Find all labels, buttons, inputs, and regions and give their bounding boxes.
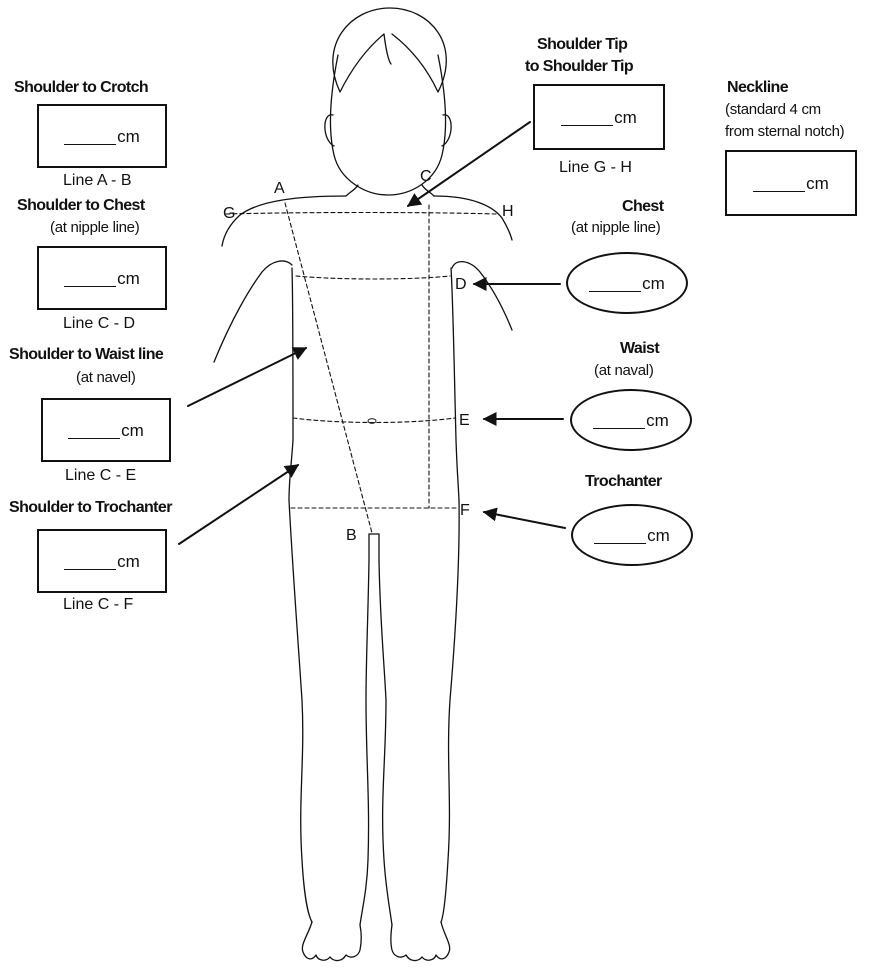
line-a-b xyxy=(284,202,373,534)
chest-note: (at nipple line) xyxy=(571,219,661,236)
right-leg xyxy=(440,499,460,923)
point-b: B xyxy=(346,527,357,544)
unit-label: cm xyxy=(642,273,665,293)
chest-field[interactable]: cm xyxy=(566,252,688,314)
neckline-note-line1: (standard 4 cm xyxy=(725,101,821,118)
line-chest xyxy=(295,275,451,280)
chest-title: Chest xyxy=(622,198,664,215)
arrow-trochanter xyxy=(482,507,566,529)
entry-blank[interactable] xyxy=(561,109,614,126)
unit-label: cm xyxy=(117,551,140,571)
shoulder-to-trochanter-field[interactable]: cm xyxy=(37,529,167,593)
unit-label: cm xyxy=(646,410,669,430)
entry-blank[interactable] xyxy=(594,527,647,544)
trochanter-title: Trochanter xyxy=(585,473,662,490)
navel xyxy=(367,418,377,424)
entry-blank[interactable] xyxy=(68,422,121,439)
unit-label: cm xyxy=(117,126,140,146)
entry-blank[interactable] xyxy=(753,175,806,192)
shoulder-to-waist-title: Shoulder to Waist line xyxy=(9,346,164,363)
point-f: F xyxy=(460,502,470,519)
neckline-title: Neckline xyxy=(727,79,789,96)
neckline-field[interactable]: cm xyxy=(725,150,857,216)
arrow-shoulder-to-trochanter xyxy=(178,464,300,545)
waist-title: Waist xyxy=(620,340,660,357)
shoulder-to-crotch-field[interactable]: cm xyxy=(37,104,167,168)
left-foot xyxy=(301,921,362,962)
point-h: H xyxy=(502,203,514,220)
hair-outline xyxy=(332,7,447,93)
shoulder-to-chest-field[interactable]: cm xyxy=(37,246,167,310)
shoulder-to-trochanter-title: Shoulder to Trochanter xyxy=(9,499,172,516)
point-e: E xyxy=(459,412,470,429)
shoulder-to-trochanter-line: Line C - F xyxy=(63,596,134,613)
unit-label: cm xyxy=(117,268,140,288)
entry-blank[interactable] xyxy=(593,412,646,429)
shoulder-to-chest-title: Shoulder to Chest xyxy=(17,197,145,214)
entry-blank[interactable] xyxy=(64,553,117,570)
shoulder-to-waist-field[interactable]: cm xyxy=(41,398,171,462)
shoulder-tip-title-line2: to Shoulder Tip xyxy=(525,58,634,75)
point-a: A xyxy=(274,180,285,197)
left-leg xyxy=(288,499,313,923)
shoulder-tip-field[interactable]: cm xyxy=(533,84,665,150)
unit-label: cm xyxy=(121,420,144,440)
neckline-note-line2: from sternal notch) xyxy=(725,123,845,140)
line-waist xyxy=(292,417,456,424)
line-g-h xyxy=(225,211,497,215)
entry-blank[interactable] xyxy=(64,128,117,145)
left-shoulder xyxy=(221,195,347,247)
head-outline xyxy=(329,54,447,196)
shoulder-to-crotch-title: Shoulder to Crotch xyxy=(14,79,149,96)
shoulder-to-chest-note: (at nipple line) xyxy=(50,219,140,236)
shoulder-tip-line: Line G - H xyxy=(559,159,632,176)
point-c: C xyxy=(420,168,432,185)
left-arm xyxy=(213,260,293,363)
right-foot xyxy=(390,921,451,962)
entry-blank[interactable] xyxy=(64,270,117,287)
shoulder-tip-title-line1: Shoulder Tip xyxy=(537,36,628,53)
shoulder-to-waist-note: (at navel) xyxy=(76,369,136,386)
point-d: D xyxy=(455,276,467,293)
unit-label: cm xyxy=(806,173,829,193)
left-torso-side xyxy=(288,267,294,501)
shoulder-to-waist-line: Line C - E xyxy=(65,467,137,484)
right-torso-side xyxy=(450,267,460,501)
waist-note: (at naval) xyxy=(594,362,654,379)
arrow-shoulder-to-waist xyxy=(187,347,308,407)
inner-legs xyxy=(359,533,393,926)
neck xyxy=(345,184,435,197)
ears xyxy=(324,114,452,147)
unit-label: cm xyxy=(614,107,637,127)
trochanter-field[interactable]: cm xyxy=(571,504,693,566)
arrow-shoulder-tip xyxy=(406,121,531,207)
pointer-arrows xyxy=(178,121,566,545)
waist-field[interactable]: cm xyxy=(570,389,692,451)
right-arm xyxy=(451,261,513,331)
measurement-guides xyxy=(225,202,497,534)
entry-blank[interactable] xyxy=(589,275,642,292)
unit-label: cm xyxy=(647,525,670,545)
shoulder-to-crotch-line: Line A - B xyxy=(63,172,132,189)
point-g: G xyxy=(223,205,235,222)
right-shoulder xyxy=(433,195,513,241)
shoulder-to-chest-line: Line C - D xyxy=(63,315,136,332)
